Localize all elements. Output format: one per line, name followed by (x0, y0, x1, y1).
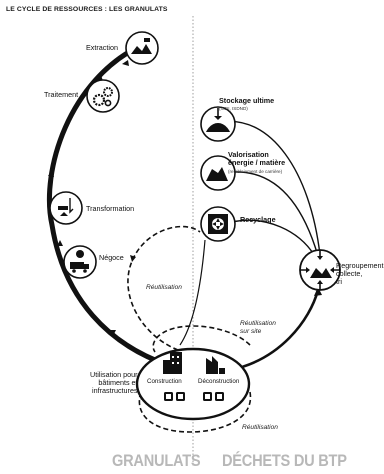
node-transformation (49, 191, 83, 225)
label-reutilisation-bottom: Réutilisation (242, 424, 278, 431)
label-transformation: Transformation (86, 204, 135, 213)
reutilisation-bottom-loop (138, 391, 252, 433)
arc-arrow-4 (110, 330, 116, 336)
label-traitement: Traitement (44, 90, 79, 99)
flow-to-valorisation (231, 171, 319, 257)
label-negoce: Négoce (99, 253, 124, 262)
label-deconstruction: Déconstruction (198, 378, 240, 385)
recyclage-return (179, 239, 206, 346)
label-valorisation: Valorisation énergie / matière (228, 150, 286, 168)
construction-icon (163, 352, 182, 374)
node-stockage (200, 106, 236, 142)
node-regroupement (299, 249, 341, 291)
flow-to-recyclage (231, 219, 317, 259)
label-regroupement: Regroupement collecte, tri (336, 261, 384, 287)
flow-deconstruction-regroupement (229, 289, 320, 372)
deconstruction-materials-icons (203, 392, 224, 401)
flow-to-stockage (221, 120, 321, 256)
node-valorisation (200, 155, 236, 191)
construction-materials-icons (164, 392, 185, 401)
label-reutilisation-left: Réutilisation (146, 284, 182, 291)
diagram-title: LE CYCLE DE RESSOURCES : LES GRANULATS (6, 6, 168, 13)
deconstruction-icon (206, 356, 225, 374)
extraction-arrow (122, 60, 129, 66)
label-reutilisation-site: Réutilisation sur site (240, 320, 276, 335)
label-construction: Construction (147, 378, 182, 385)
arc-arrow-3 (57, 240, 63, 246)
label-stockage-sub: (ISDI, ISDND) (219, 106, 248, 111)
label-utilisation: Utilisation pour bâtiments et infrastruc… (90, 370, 138, 396)
footer-granulats: GRANULATS (112, 451, 201, 470)
node-extraction (125, 31, 159, 65)
node-traitement (86, 79, 120, 113)
label-recyclage: Recyclage (240, 215, 276, 224)
node-recyclage (200, 206, 236, 242)
footer-dechets: DÉCHETS DU BTP (222, 451, 347, 470)
reutilisation-left-arrow (130, 255, 136, 262)
reutilisation-left-loop (127, 225, 201, 351)
label-extraction: Extraction (86, 43, 118, 52)
label-stockage: Stockage ultime (219, 96, 275, 105)
label-valorisation-sub: (remblaiement de carrière) (228, 169, 283, 174)
arc-arrow-2 (48, 170, 54, 177)
reutilisation-site-loop (152, 325, 251, 353)
node-negoce (63, 245, 97, 279)
